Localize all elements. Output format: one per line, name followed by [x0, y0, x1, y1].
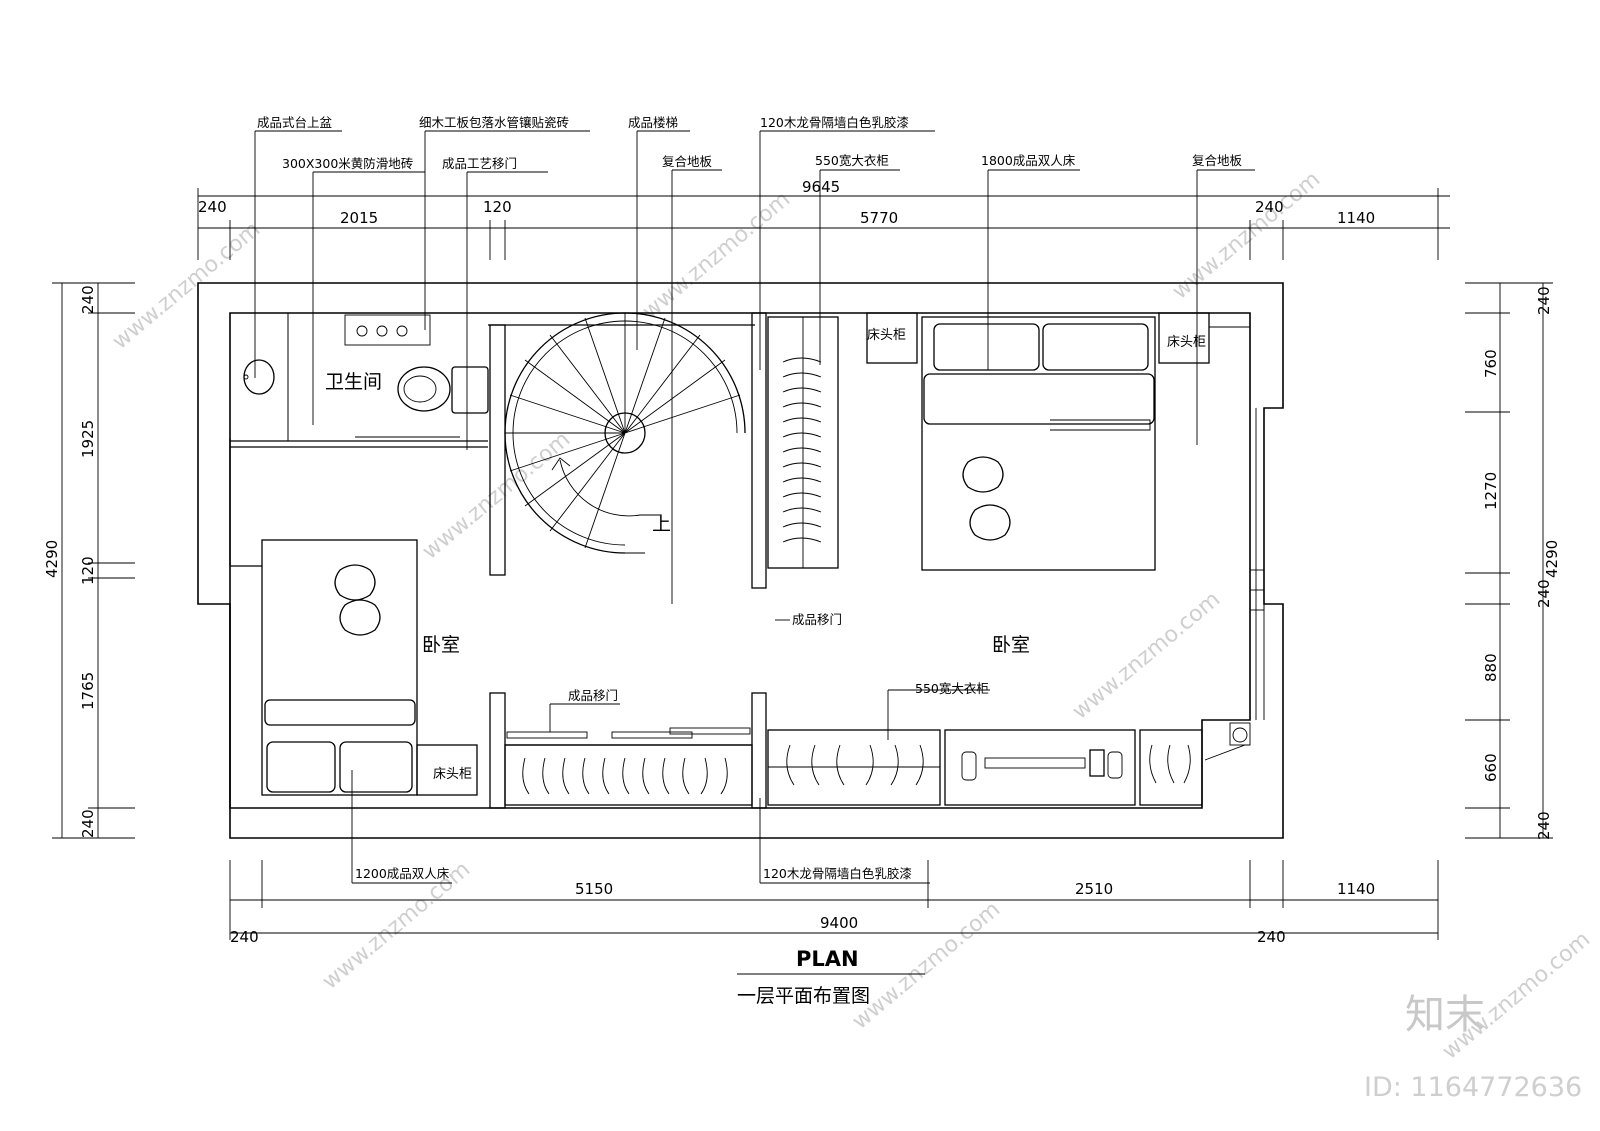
bed-1200 — [261, 539, 418, 796]
dim-bottom-total: 9400 — [820, 914, 858, 932]
wardrobe-corner — [1139, 722, 1251, 806]
dim-left-seg: 240 — [79, 285, 97, 314]
dim-left-seg: 1765 — [79, 672, 97, 710]
note-bed-1800: 1800成品双人床 — [981, 153, 1076, 168]
note-floor-b: 复合地板 — [1192, 153, 1243, 168]
dim-top-seg: 5770 — [860, 209, 898, 227]
bedroom-right-label: 卧室 — [992, 634, 1030, 656]
dim-top-seg: 1140 — [1337, 209, 1375, 227]
dim-left-total: 4290 — [43, 540, 61, 578]
dim-right-seg: 880 — [1482, 653, 1500, 682]
dim-top-seg: 240 — [198, 198, 227, 216]
note-partition-bottom: 120木龙骨隔墙白色乳胶漆 — [763, 866, 912, 881]
note-stair: 成品楼梯 — [628, 115, 678, 130]
note-floor-a: 复合地板 — [662, 154, 713, 169]
dim-top-seg: 120 — [483, 198, 512, 216]
plan-subtitle: 一层平面布置图 — [737, 985, 870, 1007]
dim-right-total: 4290 — [1543, 540, 1561, 578]
bathroom-fixtures — [229, 312, 489, 442]
nightstand-left-label: 床头柜 — [433, 767, 472, 782]
dim-right-seg: 240 — [1535, 579, 1553, 608]
dim-top-seg: 2015 — [340, 209, 378, 227]
watermark-logo: 知末 — [1405, 992, 1485, 1038]
note-basin: 成品式台上盆 — [257, 115, 333, 130]
watermark-text: www.znzmo.com — [1068, 587, 1225, 725]
stair-up-label: 上 — [652, 513, 671, 535]
dim-right-seg: 760 — [1482, 349, 1500, 378]
dim-right-seg: 240 — [1535, 286, 1553, 315]
dimensions-top: 9645 240 2015 120 5770 240 1140 — [197, 178, 1450, 260]
nightstand-right-b — [1158, 312, 1210, 364]
note-wardrobe-low: 550宽大衣柜 — [915, 681, 989, 696]
wardrobe-lower-right — [767, 729, 941, 806]
wardrobe-lower-left — [504, 727, 753, 806]
wardrobe-center — [767, 316, 839, 569]
note-sliding-door-low: 成品移门 — [568, 688, 618, 703]
note-sliding-door-mid: 成品移门 — [792, 612, 842, 627]
note-art-door: 成品工艺移门 — [442, 156, 517, 171]
dim-left-seg: 240 — [79, 809, 97, 838]
dim-right-seg: 1270 — [1482, 472, 1500, 510]
dimensions-left: 4290 240 1925 120 1765 240 — [43, 282, 135, 839]
dim-bottom-seg: 2510 — [1075, 880, 1113, 898]
walls — [197, 282, 1284, 839]
watermark-text: www.znzmo.com — [1168, 167, 1325, 305]
note-pipe-box: 细木工板包落水管镶贴瓷砖 — [419, 115, 569, 130]
annotation-labels: 成品式台上盆 300X300米黄防滑地砖 细木工板包落水管镶贴瓷砖 成品工艺移门… — [257, 115, 1243, 881]
bathroom-label: 卫生间 — [325, 371, 382, 393]
dimensions-right: 4290 240 760 1270 240 880 660 240 — [1465, 282, 1561, 840]
note-partition-top: 120木龙骨隔墙白色乳胶漆 — [760, 115, 909, 130]
watermark-id: ID: 1164772636 — [1364, 1072, 1582, 1103]
tv-cabinet — [944, 729, 1136, 806]
nightstand-left — [416, 744, 478, 796]
nightstand-right-a-label: 床头柜 — [867, 328, 906, 343]
dim-top-seg: 240 — [1255, 198, 1284, 216]
note-tile: 300X300米黄防滑地砖 — [282, 156, 413, 171]
inner-wall — [229, 312, 1251, 809]
dim-bottom-end: 240 — [230, 928, 259, 946]
note-wardrobe-top: 550宽大衣柜 — [815, 153, 889, 168]
watermark-text: www.znzmo.com — [848, 897, 1005, 1035]
drawing-title: PLAN 一层平面布置图 — [737, 947, 925, 1007]
bedroom-left-label: 卧室 — [422, 634, 460, 656]
dim-top-total: 9645 — [802, 178, 840, 196]
dim-bottom-end: 240 — [1257, 928, 1286, 946]
dimensions-bottom: 5150 2510 1140 9400 240 240 — [229, 860, 1439, 946]
dim-right-seg: 240 — [1535, 811, 1553, 840]
dim-bottom-seg: 5150 — [575, 880, 613, 898]
watermark-text: www.znzmo.com — [638, 187, 795, 325]
dim-left-seg: 1925 — [79, 420, 97, 458]
note-bed-1200: 1200成品双人床 — [355, 866, 450, 881]
spiral-stair: 上 — [504, 312, 746, 554]
annotations — [254, 130, 1255, 884]
dim-left-seg: 120 — [79, 556, 97, 585]
nightstand-right-b-label: 床头柜 — [1167, 335, 1206, 350]
plan-title: PLAN — [796, 947, 859, 971]
watermark-text: www.znzmo.com — [108, 217, 265, 355]
dim-right-seg: 660 — [1482, 753, 1500, 782]
nightstand-right-a — [866, 312, 918, 364]
outer-wall — [197, 282, 1284, 839]
dim-bottom-seg: 1140 — [1337, 880, 1375, 898]
bed-1800 — [921, 316, 1156, 571]
